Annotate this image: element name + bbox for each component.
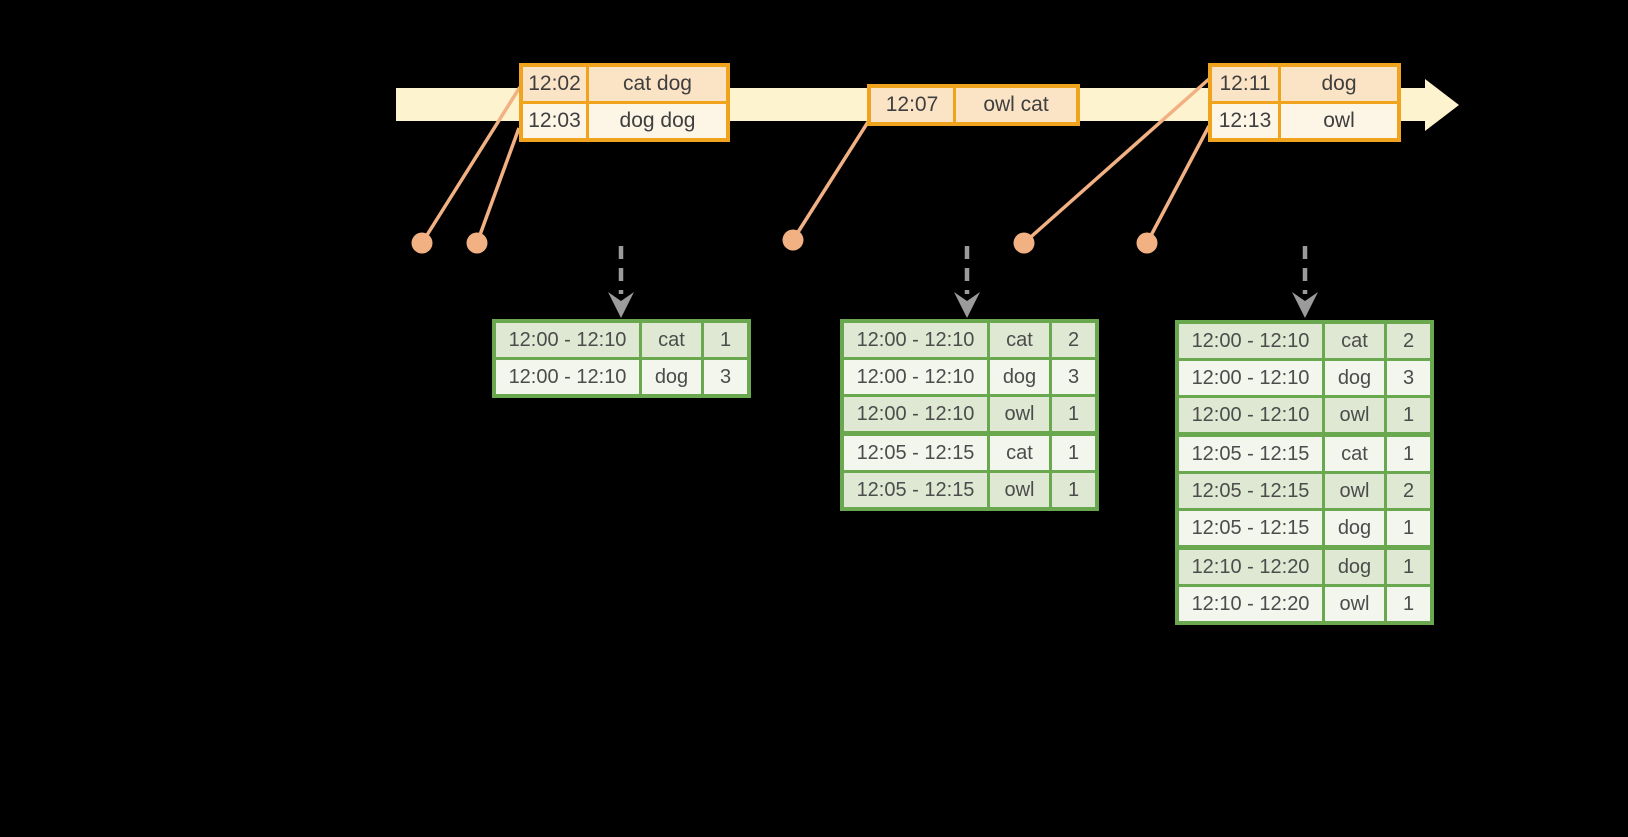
result-count-cell: 3: [1052, 360, 1095, 394]
result-count-cell: 3: [704, 360, 747, 394]
event-marker-dot: [466, 232, 488, 254]
event-connector-line: [791, 121, 870, 241]
event-marker-dot: [782, 229, 804, 251]
result-word-cell: cat: [990, 436, 1049, 470]
timeline-arrowhead-icon: [1425, 79, 1459, 131]
result-window-cell: 12:00 - 12:10: [1179, 398, 1322, 432]
trigger-arrow: [954, 246, 980, 318]
result-window-cell: 12:05 - 12:15: [1179, 437, 1322, 471]
trigger-arrow: [608, 246, 634, 318]
result-word-cell: cat: [1325, 437, 1384, 471]
event-time-cell: 12:02: [523, 67, 586, 101]
arrow-down-icon: [954, 292, 980, 318]
result-window-cell: 12:00 - 12:10: [1179, 361, 1322, 395]
result-window-cell: 12:10 - 12:20: [1179, 587, 1322, 621]
result-count-cell: 1: [1052, 436, 1095, 470]
result-window-cell: 12:00 - 12:10: [496, 323, 639, 357]
result-word-cell: owl: [1325, 587, 1384, 621]
arrow-down-icon: [608, 292, 634, 318]
result-count-cell: 2: [1387, 474, 1430, 508]
event-words-cell: cat dog: [589, 67, 726, 101]
event-time-cell: 12:11: [1212, 67, 1278, 101]
event-time-cell: 12:03: [523, 104, 586, 138]
result-window-cell: 12:00 - 12:10: [1179, 324, 1322, 358]
result-count-cell: 3: [1387, 361, 1430, 395]
result-count-cell: 2: [1052, 323, 1095, 357]
result-word-cell: owl: [990, 473, 1049, 507]
result-window-cell: 12:00 - 12:10: [844, 397, 987, 431]
event-connector-line: [1145, 125, 1211, 244]
event-connector-line: [475, 127, 521, 244]
result-window-cell: 12:05 - 12:15: [1179, 474, 1322, 508]
result-count-cell: 1: [704, 323, 747, 357]
event-words-cell: dog dog: [589, 104, 726, 138]
result-count-cell: 1: [1387, 398, 1430, 432]
result-window-cell: 12:00 - 12:10: [496, 360, 639, 394]
result-count-cell: 1: [1052, 473, 1095, 507]
result-count-cell: 1: [1052, 397, 1095, 431]
result-word-cell: cat: [1325, 324, 1384, 358]
event-marker-dot: [411, 232, 433, 254]
trigger-arrow: [1292, 246, 1318, 318]
result-word-cell: owl: [990, 397, 1049, 431]
event-words-cell: dog: [1281, 67, 1397, 101]
arrow-down-icon: [1292, 292, 1318, 318]
event-time-cell: 12:13: [1212, 104, 1278, 138]
event-marker-dot: [1013, 232, 1035, 254]
result-word-cell: owl: [1325, 398, 1384, 432]
result-word-cell: dog: [1325, 550, 1384, 584]
event-words-cell: owl: [1281, 104, 1397, 138]
result-word-cell: owl: [1325, 474, 1384, 508]
result-count-cell: 1: [1387, 587, 1430, 621]
result-word-cell: dog: [642, 360, 701, 394]
result-count-cell: 2: [1387, 324, 1430, 358]
result-count-cell: 1: [1387, 550, 1430, 584]
result-count-cell: 1: [1387, 437, 1430, 471]
result-word-cell: dog: [1325, 511, 1384, 545]
event-words-cell: owl cat: [956, 88, 1076, 122]
event-time-cell: 12:07: [871, 88, 953, 122]
result-window-cell: 12:00 - 12:10: [844, 360, 987, 394]
result-word-cell: dog: [1325, 361, 1384, 395]
result-window-cell: 12:05 - 12:15: [1179, 511, 1322, 545]
result-word-cell: dog: [990, 360, 1049, 394]
result-word-cell: cat: [642, 323, 701, 357]
result-word-cell: cat: [990, 323, 1049, 357]
result-window-cell: 12:05 - 12:15: [844, 436, 987, 470]
result-window-cell: 12:10 - 12:20: [1179, 550, 1322, 584]
result-window-cell: 12:05 - 12:15: [844, 473, 987, 507]
result-window-cell: 12:00 - 12:10: [844, 323, 987, 357]
result-count-cell: 1: [1387, 511, 1430, 545]
event-marker-dot: [1136, 232, 1158, 254]
